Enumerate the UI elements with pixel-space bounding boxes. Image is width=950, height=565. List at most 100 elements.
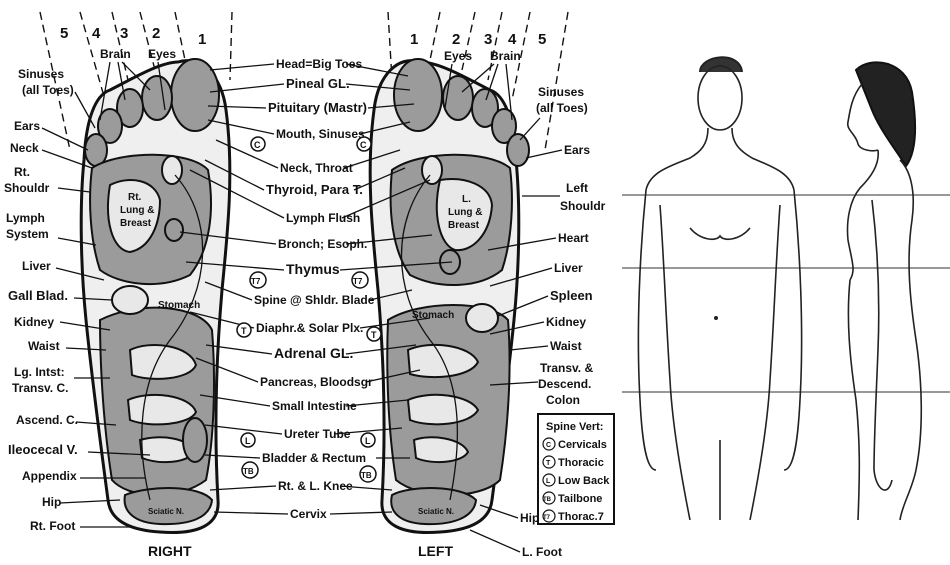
center-label-mouth: Mouth, Sinuses	[276, 127, 365, 141]
front-figure	[638, 57, 801, 520]
center-labels: Head=Big Toes Pineal GL. Pituitary (Mast…	[254, 57, 375, 521]
left-colon-label: Transv. & Descend. Colon	[538, 361, 596, 407]
center-label-thymus: Thymus	[286, 261, 340, 277]
left-sciatic-inner: Sciatic N.	[418, 507, 454, 516]
marker-t-right: T	[241, 326, 247, 336]
right-stomach-inner: Stomach	[158, 300, 200, 311]
center-label-thyroid: Thyroid, Para T.	[266, 182, 363, 197]
legend-label-4: Thorac.7	[558, 511, 604, 523]
left-spleen-label: Spleen	[550, 288, 593, 303]
left-liver-label: Liver	[554, 261, 583, 275]
right-shoulder-line-1: Rt.	[14, 165, 30, 179]
right-appendix-label: Appendix	[22, 469, 77, 483]
left-kidney-label: Kidney	[546, 315, 586, 329]
legend-label-3: Tailbone	[558, 493, 602, 505]
right-lymph-label: Lymph System	[6, 211, 49, 241]
right-eyes-label: Eyes	[148, 47, 176, 61]
right-caption: RIGHT	[148, 543, 192, 559]
left-hip-label: Hip	[520, 511, 539, 525]
left-zone-number-4: 4	[508, 31, 517, 48]
left-waist-label: Waist	[550, 339, 582, 353]
right-foot-label: Rt. Foot	[30, 519, 75, 533]
right-waist-label: Waist	[28, 339, 60, 353]
marker-t7-right: T7	[251, 277, 261, 286]
left-toe-5	[507, 134, 529, 166]
center-label-neck: Neck, Throat	[280, 161, 353, 175]
center-label-adrenal: Adrenal GL.	[274, 345, 353, 361]
zone-number-5: 5	[60, 25, 68, 42]
center-label-spine: Spine @ Shldr. Blade	[254, 293, 375, 307]
left-foot-label: L. Foot	[522, 545, 562, 559]
right-shoulder-line-2: Shouldr	[4, 181, 50, 195]
left-toe-2	[443, 76, 473, 120]
marker-l-right: L	[245, 436, 251, 446]
right-lymph-line-1: Lymph	[6, 211, 45, 225]
zone-number-3: 3	[120, 25, 128, 42]
right-lg-intestine-label: Lg. Intst: Transv. C.	[12, 365, 68, 395]
right-hip-label: Hip	[42, 495, 61, 509]
left-zone-number-5: 5	[538, 31, 546, 48]
legend-title: Spine Vert:	[546, 421, 603, 433]
legend-symbol-4: T7	[543, 515, 551, 521]
legend-symbol-2: L	[546, 478, 551, 485]
legend-symbol-0: C	[546, 442, 551, 449]
marker-tb-left: TB	[361, 471, 372, 480]
center-label-pancreas: Pancreas, Bloodsgr	[260, 375, 373, 389]
right-liver-label: Liver	[22, 259, 51, 273]
marker-tb-right: TB	[243, 467, 254, 476]
center-label-bladder: Bladder & Rectum	[262, 451, 366, 465]
right-toe-2	[142, 76, 172, 120]
right-side-labels: Sinuses (all Toes) Ears Neck Rt. Shouldr…	[4, 67, 78, 533]
center-label-pituitary: Pituitary (Mastr)	[268, 100, 367, 115]
center-label-cervix: Cervix	[290, 507, 327, 521]
left-big-toe	[394, 59, 442, 131]
right-toe-5	[85, 134, 107, 166]
center-label-small-intestine: Small Intestine	[272, 399, 357, 413]
left-lung-inner-line-3: Breast	[448, 220, 480, 231]
center-label-bronch: Bronch; Esoph.	[278, 237, 367, 251]
zone-number-4: 4	[92, 25, 101, 42]
marker-t7-left: T7	[353, 277, 363, 286]
right-lg-intestine-line-1: Lg. Intst:	[14, 365, 65, 379]
left-lung-inner-line-2: Lung &	[448, 207, 482, 218]
left-heart-label: Heart	[558, 231, 589, 245]
left-ears-label: Ears	[564, 143, 590, 157]
right-lung-inner-line-3: Breast	[120, 218, 152, 229]
left-caption: LEFT	[418, 543, 453, 559]
legend-symbol-3: TB	[543, 497, 552, 503]
right-lymph-line-2: System	[6, 227, 49, 241]
legend-label-1: Thoracic	[558, 457, 604, 469]
human-body-figures	[622, 57, 950, 520]
left-sinuses-label: Sinuses (all Toes)	[536, 85, 588, 115]
zone-number-1: 1	[198, 31, 206, 48]
center-label-pineal: Pineal GL.	[286, 76, 350, 91]
left-sinuses-line-2: (all Toes)	[536, 101, 588, 115]
left-colon-line-2: Descend.	[538, 377, 591, 391]
left-zone-number-2: 2	[452, 31, 460, 48]
spine-legend: Spine Vert: C Cervicals T Thoracic L Low…	[538, 414, 614, 524]
right-sinuses-line-1: Sinuses	[18, 67, 64, 81]
right-lung-inner-line-2: Lung &	[120, 205, 154, 216]
right-shoulder-label: Rt. Shouldr	[4, 165, 50, 195]
center-label-head: Head=Big Toes	[276, 57, 362, 71]
right-brain-label: Brain	[100, 47, 131, 61]
left-shoulder-label: Left Shouldr	[560, 181, 606, 213]
right-ears-label: Ears	[14, 119, 40, 133]
legend-symbol-1: T	[546, 460, 551, 467]
legend-label-0: Cervicals	[558, 439, 607, 451]
right-ileocecal-label: Ileocecal V.	[8, 442, 78, 457]
left-eyes-label: Eyes	[444, 49, 472, 63]
center-label-lymph-flush: Lymph Flush	[286, 211, 360, 225]
right-sinuses-label: Sinuses (all Toes)	[18, 67, 74, 97]
right-gall-bladder-label: Gall Blad.	[8, 288, 68, 303]
right-lung-inner-line-1: Rt.	[128, 192, 142, 203]
left-shoulder-line-1: Left	[566, 181, 588, 195]
side-figure	[848, 62, 922, 520]
right-neck-label: Neck	[10, 141, 39, 155]
left-sinuses-line-1: Sinuses	[538, 85, 584, 99]
marker-c-right: C	[254, 140, 261, 150]
right-sciatic-inner: Sciatic N.	[148, 507, 184, 516]
marker-t-left: T	[371, 330, 377, 340]
zone-number-2: 2	[152, 25, 160, 42]
left-colon-line-1: Transv. &	[540, 361, 593, 375]
